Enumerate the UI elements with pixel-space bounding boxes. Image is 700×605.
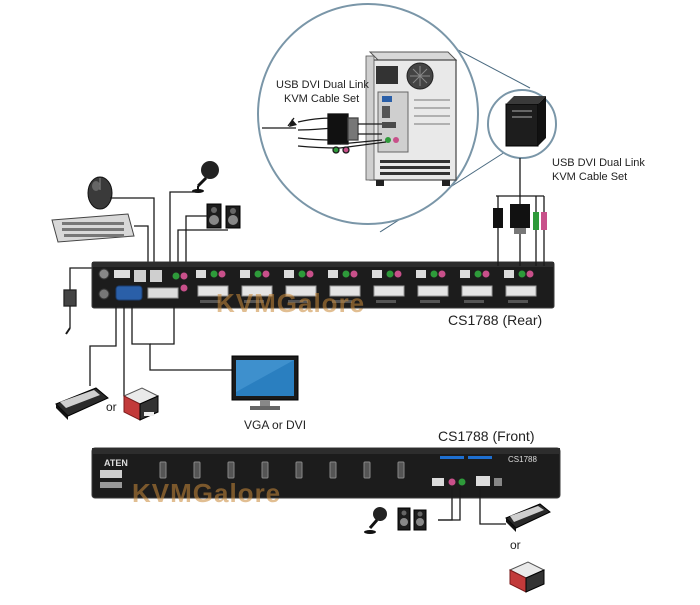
computer-tower-small xyxy=(487,89,557,159)
rear-computer-ports xyxy=(196,270,537,303)
front-port-button xyxy=(227,461,235,479)
front-peripheral-cables xyxy=(438,488,506,525)
front-panel-title: CS1788 (Front) xyxy=(438,428,535,444)
front-brand-label: ATEN xyxy=(104,458,128,468)
rear-port-group xyxy=(504,270,537,303)
front-port-button xyxy=(295,461,303,479)
power-cable xyxy=(63,267,100,335)
or-label-front: or xyxy=(510,538,521,552)
microphone-icon xyxy=(192,161,219,193)
front-port-button xyxy=(397,461,405,479)
cable-set-detail xyxy=(262,113,387,154)
speakers-icon xyxy=(206,203,241,229)
printer-cables-rear xyxy=(89,306,125,396)
cable-set-label-zoom-line1: USB DVI Dual Link xyxy=(276,79,369,91)
mouse-icon xyxy=(87,176,113,210)
front-model-label: CS1788 xyxy=(508,455,537,464)
cable-set-label-zoom-line2: KVM Cable Set xyxy=(284,93,360,105)
monitor-cables xyxy=(131,306,232,371)
rear-port-group xyxy=(240,270,273,303)
front-port-button xyxy=(329,461,337,479)
peripheral-cables xyxy=(110,191,228,266)
rear-panel-title: CS1788 (Rear) xyxy=(448,312,543,328)
cable-set-label-right-line2: KVM Cable Set xyxy=(552,171,628,183)
watermark-rear: KVMGalore xyxy=(216,288,366,318)
keyboard-icon xyxy=(51,213,135,243)
printer-icon xyxy=(122,387,160,421)
front-port-button xyxy=(193,461,201,479)
monitor-caption: VGA or DVI xyxy=(244,418,307,432)
front-speakers-icon xyxy=(397,507,427,531)
front-microphone-icon xyxy=(364,507,387,534)
rear-port-group xyxy=(416,270,449,303)
cable-set-label-right-line1: USB DVI Dual Link xyxy=(552,157,645,169)
watermark-front: KVMGalore xyxy=(132,478,282,508)
kvm-cable-connectors xyxy=(493,204,547,234)
front-port-button xyxy=(261,461,269,479)
rear-port-group xyxy=(328,270,361,303)
front-panel-right xyxy=(432,456,502,486)
front-port-button xyxy=(363,461,371,479)
rear-port-group xyxy=(460,270,493,303)
computer-tower-detail xyxy=(365,51,458,186)
tower-to-rear-cables xyxy=(496,158,545,266)
front-port-button xyxy=(159,461,167,479)
front-scanner-icon xyxy=(505,503,551,532)
scanner-icon xyxy=(55,387,109,420)
monitor-icon xyxy=(231,355,299,410)
rear-port-group xyxy=(196,270,229,303)
front-printer-icon xyxy=(508,561,546,593)
rear-port-group xyxy=(372,270,405,303)
rear-port-group xyxy=(284,270,317,303)
or-label-rear: or xyxy=(106,400,117,414)
front-port-buttons xyxy=(159,461,405,479)
